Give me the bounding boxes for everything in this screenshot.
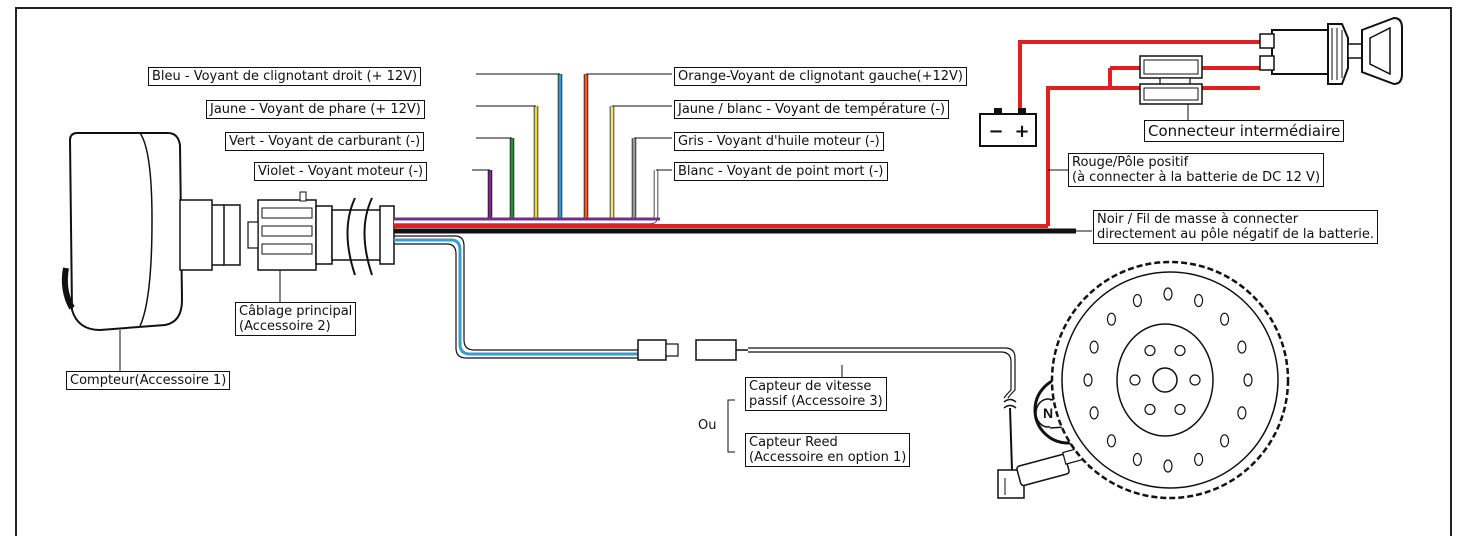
wire-bundle xyxy=(394,73,672,225)
label-reed-sensor: Capteur Reed(Accessoire en option 1) xyxy=(745,433,911,467)
label-orange: Orange-Voyant de clignotant gauche(+12V) xyxy=(674,67,967,86)
magnet-letter: N xyxy=(1043,405,1053,421)
disc-hole xyxy=(1083,373,1093,387)
disc-hole xyxy=(1237,340,1247,354)
disc-hole xyxy=(1132,293,1142,308)
label-violet: Violet - Voyant moteur (-) xyxy=(254,162,428,181)
disc-hole xyxy=(1163,287,1173,301)
battery-icon xyxy=(979,108,1037,147)
label-or: Ou xyxy=(698,418,717,433)
power-wires xyxy=(394,40,1275,234)
disc-hole xyxy=(1089,406,1099,420)
disc-hole xyxy=(1194,452,1204,467)
disc-bolt-hole xyxy=(1144,403,1156,416)
label-green: Vert - Voyant de carburant (-) xyxy=(225,132,425,151)
meter-icon xyxy=(61,132,241,332)
disc-hole xyxy=(1106,434,1117,448)
label-yellow: Jaune - Voyant de phare (+ 12V) xyxy=(206,100,425,119)
wire-outline-white xyxy=(394,170,659,225)
disc-hole xyxy=(1194,293,1204,308)
speed-sensor-icon xyxy=(1016,447,1084,487)
label-yellow-white: Jaune / blanc - Voyant de température (-… xyxy=(674,100,950,119)
label-blue: Bleu - Voyant de clignotant droit (+ 12V… xyxy=(148,67,422,86)
label-red-positive: Rouge/Pôle positif(à connecter à la batt… xyxy=(1068,153,1325,187)
label-grey: Gris - Voyant d'huile moteur (-) xyxy=(674,132,884,151)
brake-disc-icon xyxy=(1050,260,1290,500)
battery-plus: + xyxy=(1014,121,1029,142)
label-meter: Compteur(Accessoire 1) xyxy=(66,371,231,390)
disc-hole xyxy=(1106,312,1117,326)
disc-hole xyxy=(1219,434,1230,448)
label-main-harness: Câblage principal(Accessoire 2) xyxy=(235,302,357,336)
disc-bolt-hole xyxy=(1174,403,1186,416)
ignition-switch-icon xyxy=(1259,16,1403,86)
disc-hole xyxy=(1237,406,1247,420)
main-connector-icon xyxy=(247,191,393,271)
disc-bolt-hole xyxy=(1189,374,1201,386)
disc-hole xyxy=(1089,340,1099,354)
disc-hole xyxy=(1132,452,1142,467)
wire-white xyxy=(394,170,658,224)
disc-bolt-hole xyxy=(1174,344,1186,357)
disc-bolt-hole xyxy=(1129,374,1141,386)
disc-bolt-hole xyxy=(1144,344,1156,357)
intermediate-connector-icon xyxy=(1108,55,1260,120)
disc-hole xyxy=(1163,459,1173,473)
disc-hole xyxy=(1219,312,1230,326)
speed-cable xyxy=(394,235,1025,499)
label-intermediate-connector: Connecteur intermédiaire xyxy=(1144,120,1345,142)
cable-break-symbol xyxy=(346,197,395,276)
disc-hole xyxy=(1243,373,1253,387)
battery-minus: − xyxy=(988,121,1003,142)
label-white: Blanc - Voyant de point mort (-) xyxy=(674,162,888,181)
or-bracket xyxy=(727,399,735,453)
outer-frame xyxy=(15,7,1452,536)
